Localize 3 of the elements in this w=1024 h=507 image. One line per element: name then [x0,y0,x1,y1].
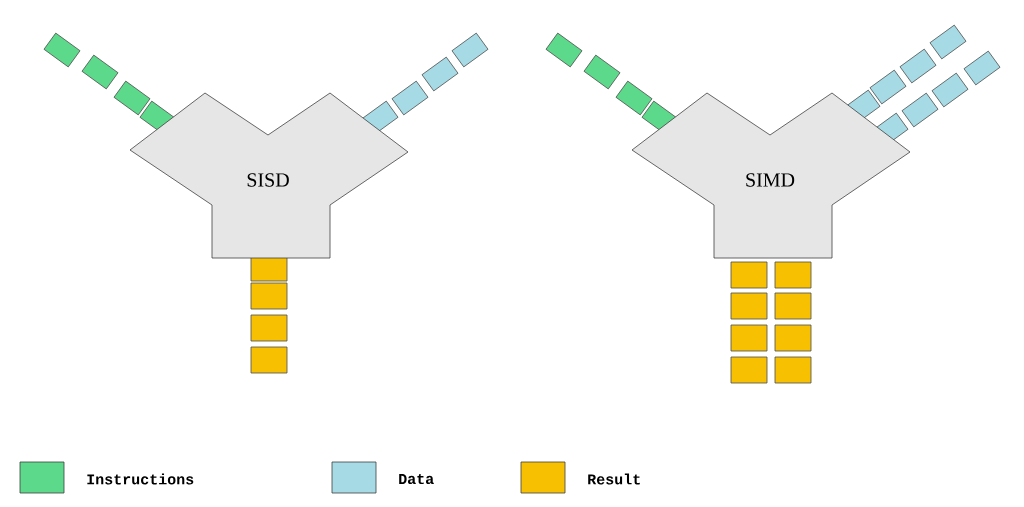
legend-label: Result [588,473,640,485]
legend-label: Data [399,473,434,485]
legend-label: Instructions [87,473,194,485]
